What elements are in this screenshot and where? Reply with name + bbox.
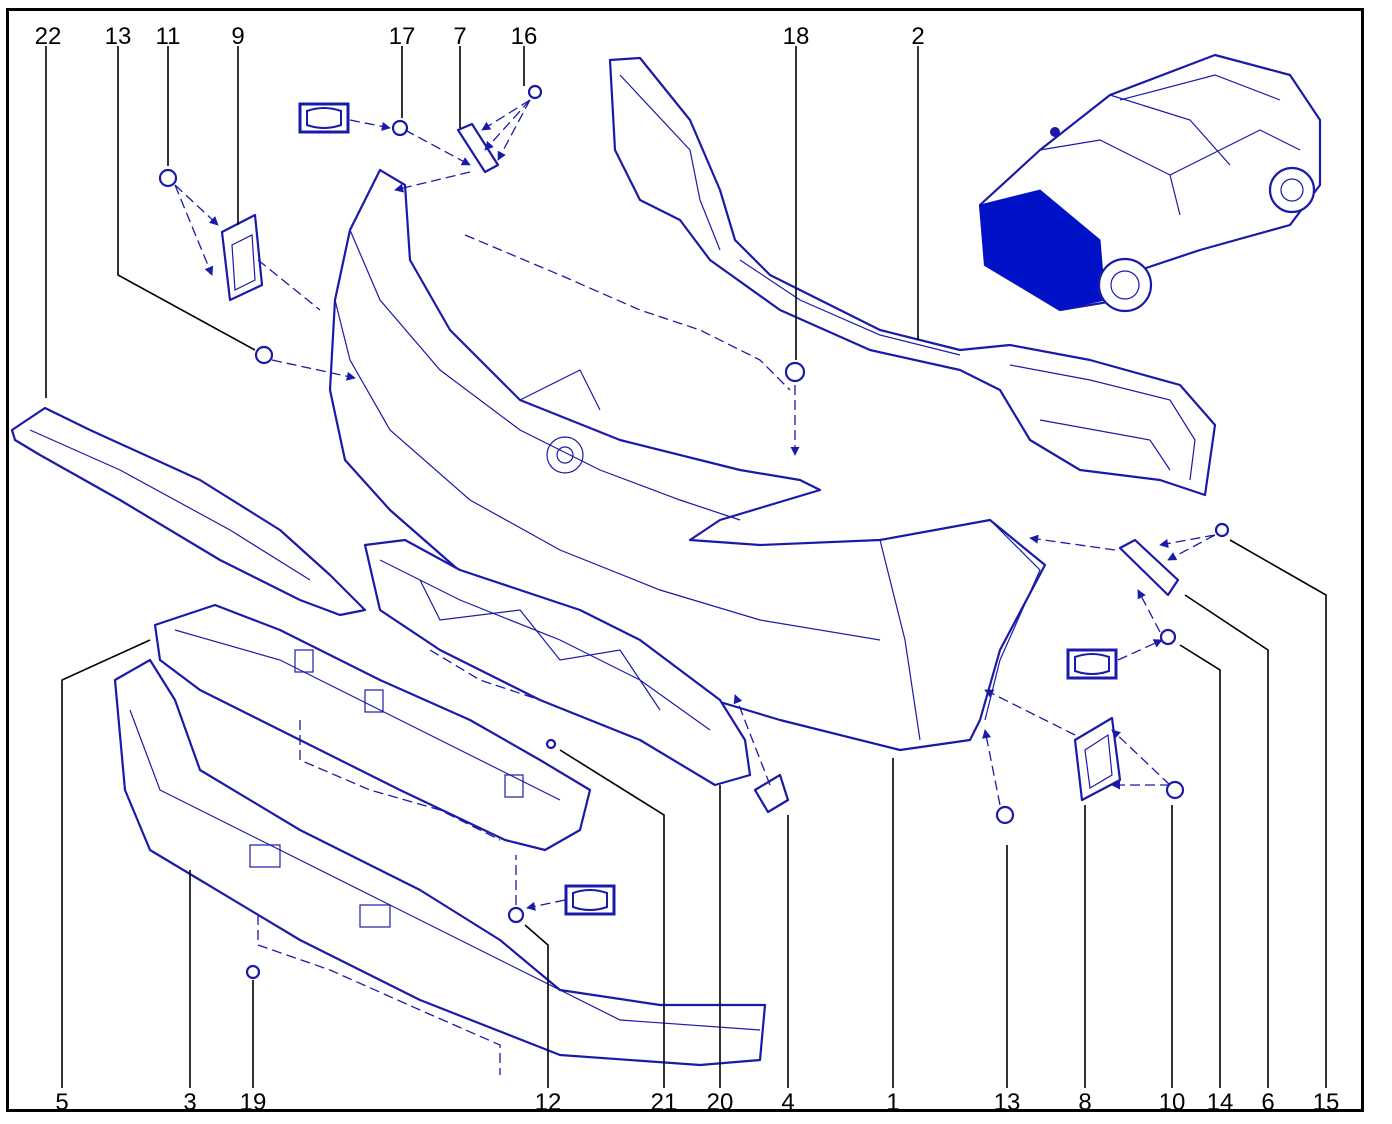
part-6-side-bracket — [1118, 538, 1180, 597]
callout-13: 13 — [105, 23, 132, 50]
callouts-bottom: 5 3 19 12 21 20 4 1 13 8 10 14 6 15 — [55, 1089, 1339, 1116]
callout-10: 10 — [1159, 1089, 1186, 1116]
part-9-side-bracket — [220, 213, 264, 302]
callout-1: 1 — [886, 1089, 899, 1116]
callout-7: 7 — [453, 23, 466, 50]
callout-2: 2 — [911, 23, 924, 50]
callout-4: 4 — [781, 1089, 794, 1116]
sealant-symbol-icon — [1066, 648, 1118, 680]
callout-20: 20 — [707, 1089, 734, 1116]
callout-12: 12 — [535, 1089, 562, 1116]
callout-11: 11 — [156, 23, 181, 50]
part-20-energy-absorber — [363, 538, 752, 787]
part-4-cap — [753, 773, 790, 814]
fasteners — [158, 84, 1230, 980]
callout-9: 9 — [231, 23, 244, 50]
callout-6: 6 — [1261, 1089, 1274, 1116]
callouts-top: 22 13 11 9 17 7 16 18 2 — [35, 23, 925, 50]
part-2-grille-trim — [608, 56, 1217, 497]
part-1-bumper-fascia — [328, 168, 1047, 752]
callout-19: 19 — [240, 1089, 267, 1116]
callout-21: 21 — [651, 1089, 678, 1116]
vehicle-locator-icon — [978, 53, 1322, 313]
diagram-frame — [6, 8, 1364, 1112]
part-22-lip-spoiler — [10, 406, 367, 617]
part-7-clip — [456, 122, 500, 174]
callout-8: 8 — [1078, 1089, 1091, 1116]
callout-3: 3 — [183, 1089, 196, 1116]
part-3-lower-cover — [113, 658, 767, 1067]
part-8-side-bracket — [1073, 716, 1122, 802]
sealant-symbol-icon — [564, 884, 616, 916]
callout-15: 15 — [1313, 1089, 1340, 1116]
callout-16: 16 — [511, 23, 538, 50]
callout-18: 18 — [783, 23, 810, 50]
callout-5: 5 — [55, 1089, 68, 1116]
callout-13b: 13 — [994, 1089, 1021, 1116]
part-5-lower-support — [153, 603, 592, 852]
callout-14: 14 — [1207, 1089, 1234, 1116]
callout-22: 22 — [35, 23, 62, 50]
callout-17: 17 — [389, 23, 416, 50]
assembly-lines — [174, 99, 1216, 1075]
sealant-symbol-icon — [298, 102, 350, 134]
leader-lines — [45, 46, 1327, 1088]
